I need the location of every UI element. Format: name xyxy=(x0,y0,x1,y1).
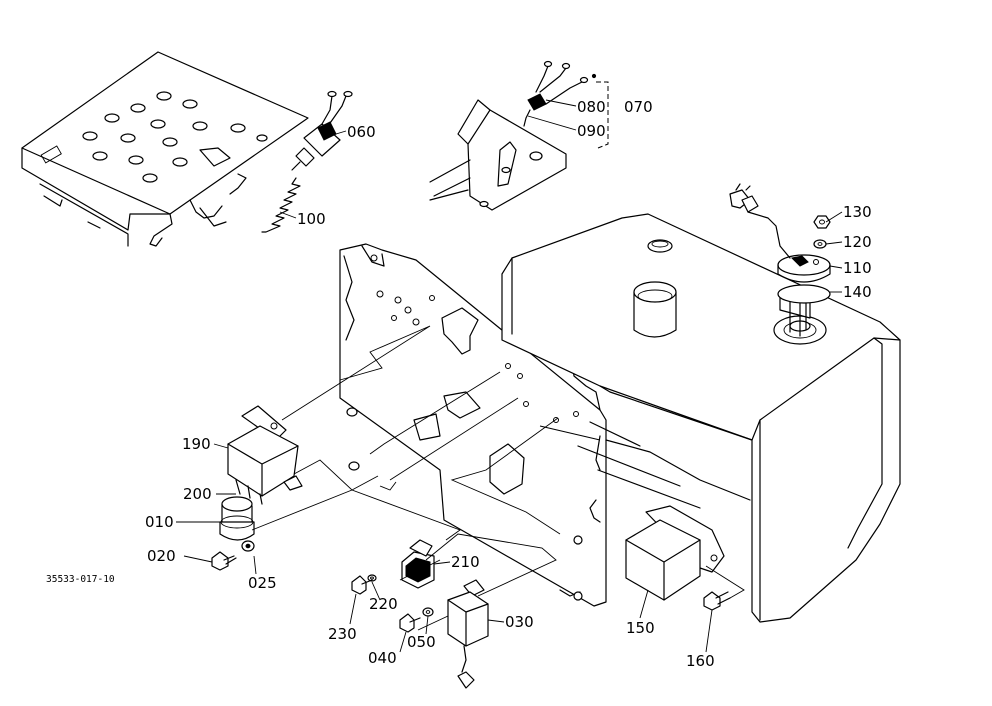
label-020: 020 xyxy=(147,547,176,565)
washer-025 xyxy=(241,540,255,552)
label-230: 230 xyxy=(328,625,357,643)
washer-050 xyxy=(422,607,434,617)
drawing-code: 35533-017-10 xyxy=(46,574,115,585)
label-150: 150 xyxy=(626,619,655,637)
switch-060 xyxy=(291,90,353,171)
washer-120 xyxy=(813,239,827,249)
floor-plate xyxy=(21,51,309,247)
relay-030 xyxy=(447,579,489,689)
label-080: 080 xyxy=(577,98,606,116)
nut-130 xyxy=(813,215,831,229)
spring-100 xyxy=(261,177,301,233)
label-120: 120 xyxy=(843,233,872,251)
label-210: 210 xyxy=(451,553,480,571)
bolt-040 xyxy=(399,613,421,633)
label-leaders xyxy=(176,99,843,653)
frame-panel xyxy=(339,243,607,607)
label-050: 050 xyxy=(407,633,436,651)
label-070: 070 xyxy=(624,98,653,116)
label-110: 110 xyxy=(843,259,872,277)
label-140: 140 xyxy=(843,283,872,301)
component-010 xyxy=(219,496,255,541)
label-040: 040 xyxy=(368,649,397,667)
switch-080-090 xyxy=(523,60,597,127)
label-100: 100 xyxy=(297,210,326,228)
label-200: 200 xyxy=(183,485,212,503)
fuel-sender-110 xyxy=(729,183,831,337)
part-labels: 060 100 080 070 090 130 120 110 140 190 … xyxy=(46,98,872,670)
washer-220 xyxy=(367,574,377,582)
label-060: 060 xyxy=(347,123,376,141)
label-090: 090 xyxy=(577,122,606,140)
label-190: 190 xyxy=(182,435,211,453)
bolt-230 xyxy=(351,575,373,595)
label-130: 130 xyxy=(843,203,872,221)
bolt-020 xyxy=(211,551,237,571)
assembly-guide-lines xyxy=(251,325,745,631)
relay-210 xyxy=(401,539,435,589)
switch-bracket xyxy=(429,99,567,211)
relay-190 xyxy=(227,405,303,505)
label-030: 030 xyxy=(505,613,534,631)
relay-150 xyxy=(625,505,725,601)
label-160: 160 xyxy=(686,652,715,670)
label-025: 025 xyxy=(248,574,277,592)
bolt-160 xyxy=(703,591,731,611)
label-010: 010 xyxy=(145,513,174,531)
label-220: 220 xyxy=(369,595,398,613)
bracket-070-group xyxy=(596,81,609,149)
